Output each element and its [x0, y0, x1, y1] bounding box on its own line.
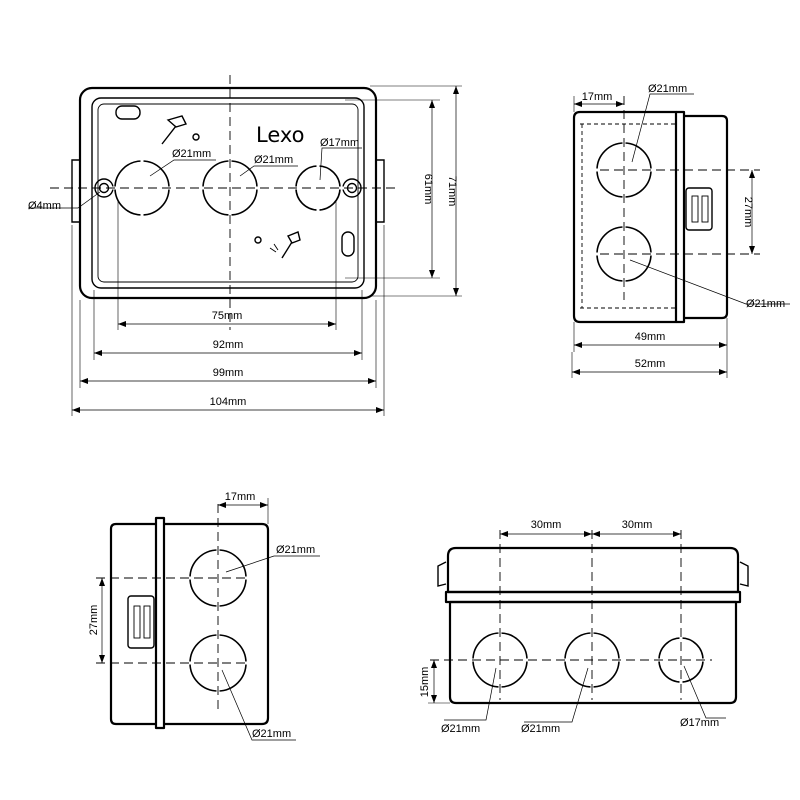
dimension-99mm: 99mm	[79, 300, 377, 388]
dimension-61mm: 61mm	[345, 99, 440, 279]
svg-text:99mm: 99mm	[213, 367, 244, 379]
hammer-icon	[161, 115, 187, 145]
side-left-lid	[109, 522, 156, 726]
dimension-27mm-right: 27mm	[742, 170, 755, 254]
svg-text:92mm: 92mm	[213, 339, 244, 351]
dimension-30mm-left: 30mm	[500, 519, 592, 537]
front-screw-hole-label: Ø4mm	[28, 200, 61, 212]
svg-text:52mm: 52mm	[635, 358, 666, 370]
dimension-15mm: 15mm	[419, 660, 450, 704]
dimension-30mm-right: 30mm	[592, 519, 681, 537]
front-hole-c-label: Ø17mm	[320, 137, 359, 149]
front-view: Lexo Ø21mm Ø21mm Ø17mm Ø4mm 61mm 71mm 75…	[28, 75, 462, 416]
leader-line	[221, 669, 296, 741]
front-inner-outline	[91, 97, 365, 289]
svg-text:17mm: 17mm	[582, 91, 613, 103]
leader-line	[149, 159, 216, 177]
svg-text:15mm: 15mm	[419, 667, 431, 698]
svg-text:30mm: 30mm	[622, 519, 653, 531]
bottom-right-clip	[739, 561, 749, 587]
bottom-flange	[444, 590, 742, 604]
leader-line	[239, 165, 298, 177]
side-right-lid	[684, 114, 729, 320]
svg-text:17mm: 17mm	[225, 491, 256, 503]
dimension-71mm: 71mm	[370, 85, 462, 297]
leader-line	[225, 555, 320, 573]
latch-icon	[127, 595, 155, 649]
side-right-hole-bottom-label: Ø21mm	[746, 298, 785, 310]
dimension-17mm-left: 17mm	[218, 491, 269, 524]
leader-line	[28, 191, 101, 209]
bottom-lid	[446, 546, 740, 594]
dimension-17mm-right: 17mm	[573, 91, 624, 112]
side-view-left: Ø21mm Ø21mm 17mm 27mm	[88, 491, 320, 741]
front-slot-bottom-icon	[341, 231, 355, 257]
dimension-104mm: 104mm	[71, 225, 385, 416]
front-inner-lip	[97, 103, 359, 283]
bottom-body	[448, 600, 738, 705]
front-left-ear	[71, 159, 80, 223]
front-right-ear	[376, 159, 385, 223]
side-left-body	[164, 522, 270, 726]
svg-text:30mm: 30mm	[531, 519, 562, 531]
leader-line	[683, 665, 726, 719]
leader-line	[319, 147, 362, 181]
side-left-hole-top-label: Ø21mm	[276, 544, 315, 556]
svg-text:71mm: 71mm	[446, 176, 458, 207]
hammer-icon	[269, 231, 301, 259]
front-small-hole-icon	[254, 236, 262, 244]
front-slot-top-icon	[115, 105, 141, 120]
front-small-hole-icon	[192, 133, 200, 141]
svg-text:61mm: 61mm	[422, 174, 434, 205]
svg-text:27mm: 27mm	[742, 197, 754, 228]
latch-icon	[685, 187, 713, 231]
svg-text:75mm: 75mm	[212, 310, 243, 322]
bottom-hole-middle-label: Ø21mm	[521, 723, 560, 735]
side-right-hole-top-label: Ø21mm	[648, 83, 687, 95]
svg-text:104mm: 104mm	[210, 396, 247, 408]
svg-text:27mm: 27mm	[88, 605, 100, 636]
front-hole-a-label: Ø21mm	[172, 148, 211, 160]
dimension-92mm: 92mm	[93, 290, 363, 360]
side-left-hole-bottom-label: Ø21mm	[252, 728, 291, 740]
dimension-49mm: 49mm	[573, 318, 728, 378]
bottom-hole-left-label: Ø21mm	[441, 723, 480, 735]
leader-line	[444, 667, 497, 721]
side-right-flange	[676, 110, 686, 324]
dimension-75mm: 75mm	[117, 200, 337, 330]
front-hole-b-label: Ø21mm	[254, 154, 293, 166]
bottom-left-clip	[437, 561, 447, 587]
svg-text:49mm: 49mm	[635, 331, 666, 343]
leader-line	[629, 259, 790, 305]
bottom-hole-right-label: Ø17mm	[680, 717, 719, 729]
brand-logo: Lexo	[256, 123, 305, 147]
dimension-52mm: 52mm	[571, 352, 727, 378]
leader-line	[524, 667, 589, 723]
bottom-view: Ø21mm Ø21mm Ø17mm 30mm 30mm 15mm	[419, 519, 749, 735]
front-outer-outline	[78, 86, 378, 300]
dimension-27mm-left: 27mm	[88, 578, 105, 663]
side-view-right: Ø21mm Ø21mm 17mm 27mm 49mm 52mm	[571, 83, 790, 378]
leader-line	[631, 93, 694, 163]
side-left-flange	[154, 516, 166, 730]
